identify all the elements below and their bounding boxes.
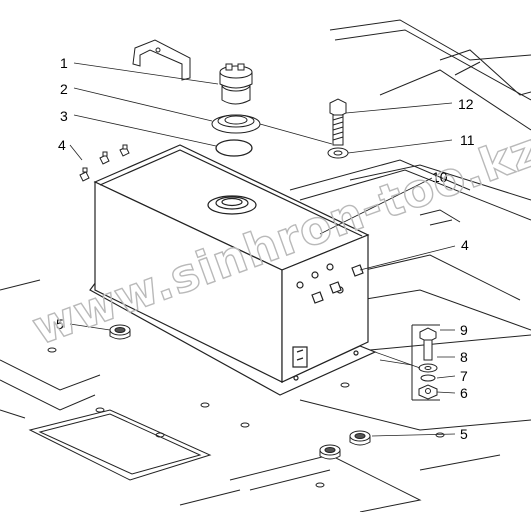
- chassis-holes: [47, 297, 445, 488]
- callout-7: 7: [460, 368, 468, 384]
- callout-12: 12: [458, 96, 474, 112]
- callout-labels: 1 2 3 4 12 11 10 4 5 9 8 7 6 5: [56, 55, 475, 442]
- elbow-fittings: [79, 144, 130, 182]
- fuel-tank: [89, 144, 377, 396]
- callout-5-bottom: 5: [460, 426, 468, 442]
- callout-3: 3: [60, 108, 68, 124]
- callout-5-left: 5: [56, 316, 64, 332]
- callout-8: 8: [460, 349, 468, 365]
- callout-10: 10: [432, 169, 448, 185]
- filler-neck: [211, 114, 261, 134]
- mounting-bracket: [132, 39, 191, 81]
- chassis-frame: [0, 19, 531, 512]
- callout-11: 11: [460, 132, 475, 148]
- filler-cap: [219, 63, 253, 105]
- bolt-and-washer: [327, 98, 349, 159]
- rubber-mounts-bottom: [319, 430, 371, 460]
- callout-1: 1: [60, 55, 68, 71]
- callout-2: 2: [60, 81, 68, 97]
- callout-6: 6: [460, 385, 468, 401]
- callout-4-left: 4: [58, 137, 66, 153]
- callout-9: 9: [460, 322, 468, 338]
- gasket-ring: [215, 139, 253, 157]
- leader-lines: [69, 62, 456, 437]
- callout-4-right: 4: [461, 237, 469, 253]
- bolt-set-box: [411, 324, 440, 401]
